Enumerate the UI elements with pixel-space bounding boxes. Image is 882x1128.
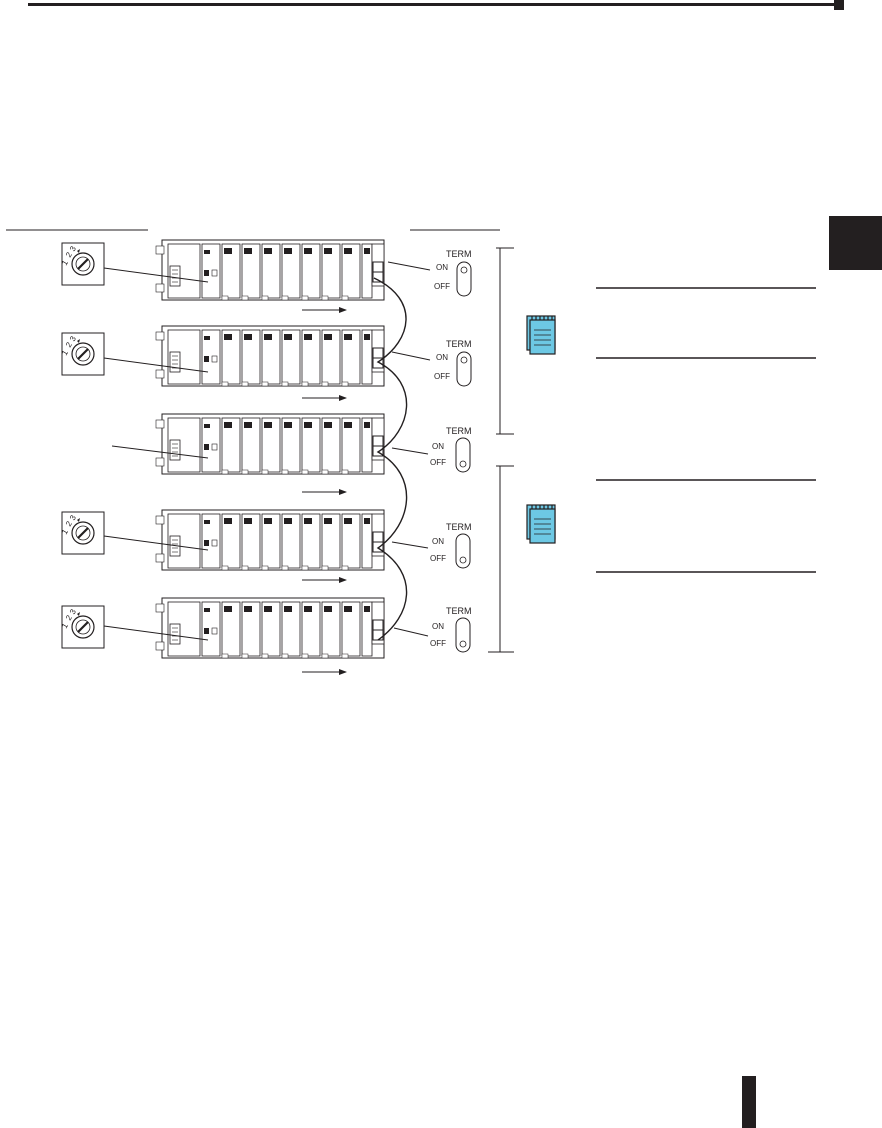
svg-text:TERM: TERM xyxy=(446,339,472,349)
svg-text:2: 2 xyxy=(64,519,74,528)
svg-text:3: 3 xyxy=(68,607,78,616)
header-rule xyxy=(28,3,834,6)
rotary-dial-icon: 1 2 3 xyxy=(60,510,106,556)
arrow-icon xyxy=(302,307,347,675)
svg-text:OFF: OFF xyxy=(430,458,446,467)
svg-text:TERM: TERM xyxy=(446,606,472,616)
svg-text:OFF: OFF xyxy=(430,639,446,648)
expansion-cable xyxy=(373,277,408,641)
chapter-tab[interactable] xyxy=(829,216,882,270)
svg-text:3: 3 xyxy=(68,244,78,253)
bracket-lower xyxy=(488,465,514,653)
base-unit-1 xyxy=(155,239,385,301)
term-switch-4: TERM ON OFF xyxy=(391,522,472,569)
svg-text:ON: ON xyxy=(436,353,448,362)
svg-text:OFF: OFF xyxy=(434,282,450,291)
svg-text:OFF: OFF xyxy=(430,554,446,563)
svg-text:2: 2 xyxy=(64,340,74,349)
base-unit-4 xyxy=(155,509,385,571)
svg-text:TERM: TERM xyxy=(446,249,472,259)
term-switch-2: TERM ON OFF xyxy=(391,339,472,387)
header-rule-end xyxy=(834,0,844,10)
svg-text:ON: ON xyxy=(432,537,444,546)
notepad-icon xyxy=(526,504,556,544)
term-switch-3: TERM ON OFF xyxy=(391,426,472,473)
base-unit-5 xyxy=(155,597,385,659)
svg-text:1: 1 xyxy=(60,258,70,267)
bracket-upper xyxy=(496,247,514,435)
term-switch-5: TERM ON OFF xyxy=(393,606,472,653)
svg-text:ON: ON xyxy=(432,442,444,451)
svg-text:OFF: OFF xyxy=(434,372,450,381)
svg-text:ON: ON xyxy=(436,263,448,272)
notepad-icon xyxy=(526,315,556,355)
rotary-dial-icon: 1 2 3 xyxy=(60,331,106,377)
dial-leader-lines xyxy=(103,267,209,641)
base-unit-2 xyxy=(155,325,385,387)
svg-text:TERM: TERM xyxy=(446,522,472,532)
svg-text:3: 3 xyxy=(68,334,78,343)
rotary-dial-icon: 1 2 3 xyxy=(60,241,106,287)
base-unit-3 xyxy=(155,413,385,475)
term-switch-1: TERM ON OFF xyxy=(387,249,472,297)
svg-text:1: 1 xyxy=(60,348,70,357)
rotary-dial-icon: 1 2 3 xyxy=(60,604,106,650)
svg-text:2: 2 xyxy=(64,250,74,259)
svg-text:3: 3 xyxy=(68,513,78,522)
svg-text:1: 1 xyxy=(60,527,70,536)
page-number-marker xyxy=(742,1076,756,1128)
svg-text:2: 2 xyxy=(64,613,74,622)
svg-text:TERM: TERM xyxy=(446,426,472,436)
svg-text:ON: ON xyxy=(432,622,444,631)
svg-text:1: 1 xyxy=(60,621,70,630)
